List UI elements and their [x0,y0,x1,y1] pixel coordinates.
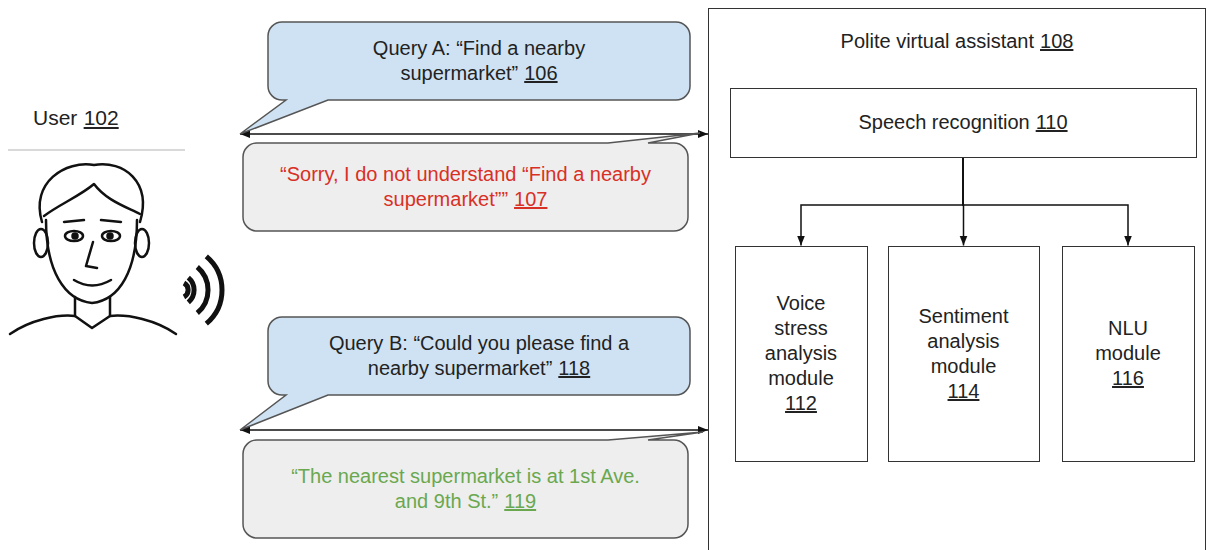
speech-bubble-outline [240,22,690,134]
reference-number: 119 [504,490,536,512]
text-block: Speech recognition 110 [858,110,1067,135]
speech-bubble-shape [243,143,688,231]
reference-number: 110 [1036,111,1068,133]
module-box: NLU module116 [1062,246,1195,462]
reference-number: 118 [558,357,590,379]
node-label: “Sorry, I do not understand “Find a near… [280,163,651,210]
face-drawing [10,164,176,334]
user-figure: User 102 [5,95,240,455]
divider-line [8,149,185,151]
module-box: Voice stress analysis module112 [735,246,868,462]
module-box: Sentiment analysis module114 [888,246,1040,462]
flow-arrow [963,158,1128,246]
reference-number: 108 [1040,30,1073,52]
reference-number: 114 [914,379,1014,404]
reference-number: 112 [758,391,845,416]
text-block: Query B: “Could you please find a nearby… [308,331,650,381]
double-arrow [240,429,708,431]
process-box: Speech recognition 110 [730,88,1197,158]
speech-bubble-outline [243,133,700,231]
node-label: Speech recognition [858,111,1029,133]
node-label: User [33,106,77,129]
text-block: Polite virtual assistant 108 [709,29,1205,54]
response-bubble: “The nearest supermarket is at 1st Ave. … [243,440,688,538]
speech-bubble-shape [243,440,688,538]
assistant-box: Speech recognition 110Voice stress analys… [708,8,1206,550]
text-block: “Sorry, I do not understand “Find a near… [261,162,670,212]
double-arrow [240,133,708,135]
query-bubble: Query A: “Find a nearby supermarket”106 [268,22,690,100]
reference-number: 106 [524,62,557,84]
text-block: User 102 [33,105,240,131]
speech-bubble-shape [268,317,690,395]
flow-arrow [801,158,963,246]
node-label: Voice stress analysis module [765,292,837,389]
text-block: Query A: “Find a nearby supermarket”106 [312,36,646,86]
text-block: Voice stress analysis module112 [758,291,845,416]
speech-bubble-shape [268,22,690,100]
text-block: “The nearest supermarket is at 1st Ave. … [279,464,652,514]
node-label: Sentiment analysis module [918,305,1008,377]
text-block: Sentiment analysis module114 [914,304,1014,404]
speech-bubble-outline [240,317,690,430]
sound-waves [184,256,222,323]
query-bubble: Query B: “Could you please find a nearby… [268,317,690,395]
node-label: NLU module [1095,317,1161,364]
reference-number: 116 [1085,366,1172,391]
reference-number: 107 [514,188,547,210]
node-label: Polite virtual assistant [841,30,1034,52]
text-block: NLU module116 [1085,316,1172,391]
reference-number: 102 [84,106,119,129]
speech-bubble-outline [243,432,703,538]
node-label: “The nearest supermarket is at 1st Ave. … [291,465,640,512]
response-bubble: “Sorry, I do not understand “Find a near… [243,143,688,231]
